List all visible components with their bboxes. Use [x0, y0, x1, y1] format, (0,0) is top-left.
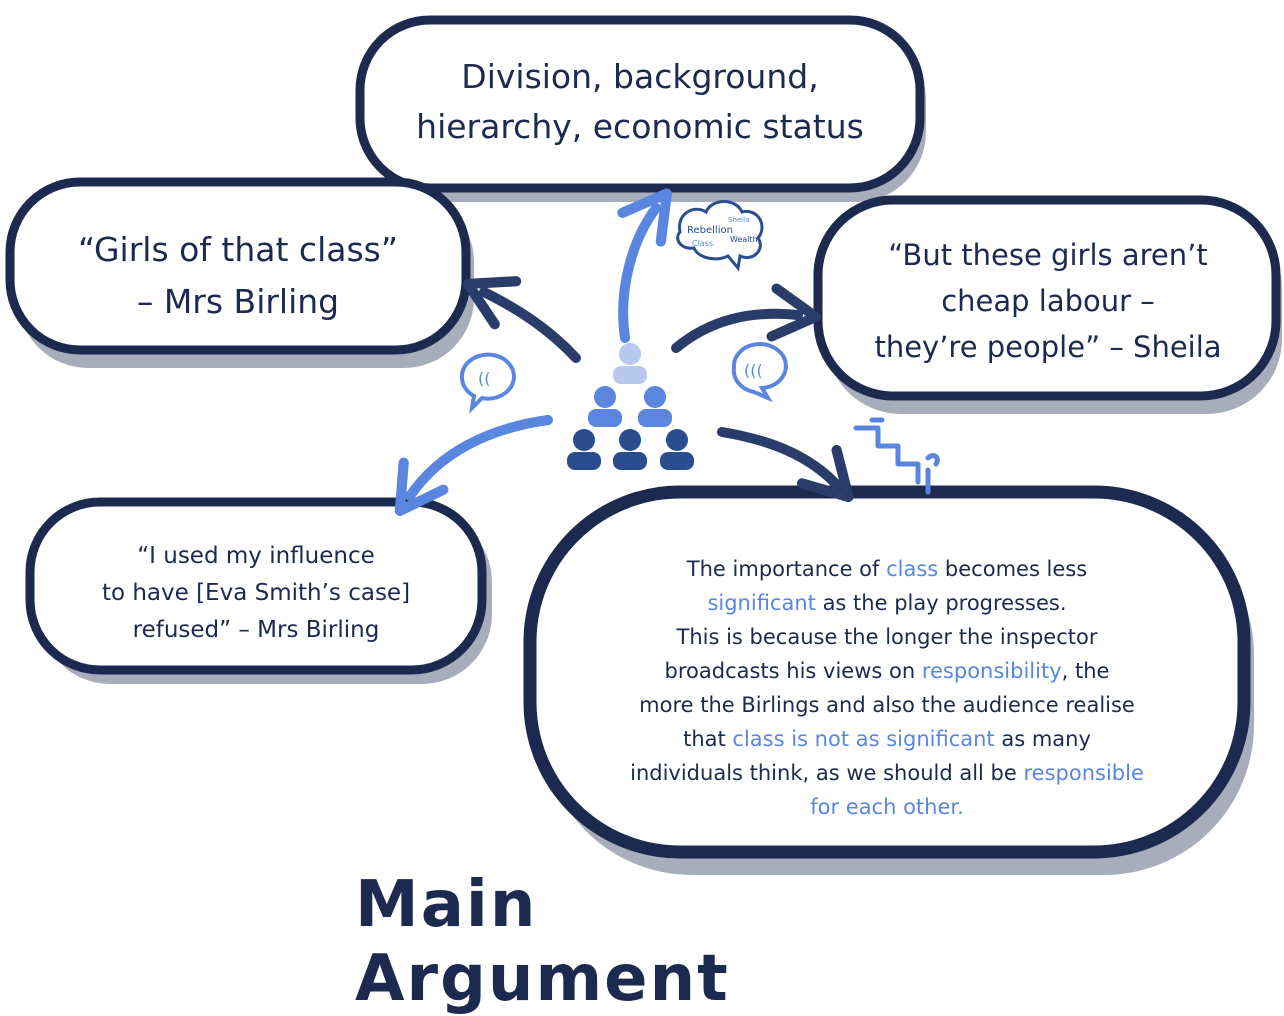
quote-line: refused” – Mrs Birling: [132, 617, 380, 643]
argument-line: The importance of class becomes less: [552, 552, 1222, 586]
argument-text: , the: [1061, 659, 1110, 683]
quote-line: “I used my influence: [137, 543, 375, 569]
cloud-top: [355, 15, 925, 193]
argument-text: as many: [994, 727, 1091, 751]
argument-highlight: responsible: [1023, 761, 1144, 785]
arrow-icon: [462, 276, 581, 363]
speech-bubble-icon: ((: [459, 352, 516, 414]
cloud-main: [523, 485, 1251, 859]
word-cloud-icon: Rebellion Sheila Class Wealth: [676, 200, 764, 272]
cloud-left: [5, 177, 471, 355]
argument-text: becomes less: [938, 557, 1088, 581]
argument-highlight: class: [886, 557, 939, 581]
quote-line: – Mrs Birling: [136, 282, 340, 321]
arrow-icon: [617, 188, 672, 343]
quote-line: to have [Eva Smith’s case]: [101, 580, 411, 606]
argument-text: individuals think, as we should all be: [630, 761, 1024, 785]
word-cloud-word: Class: [692, 239, 713, 248]
cloud-bodies: [5, 15, 1281, 675]
svg-text:((: ((: [478, 369, 490, 388]
cloud-bottom-left: [25, 497, 487, 675]
node-themes: Division, background, hierarchy, economi…: [380, 52, 900, 152]
quote-line: “But these girls aren’t: [888, 238, 1208, 272]
arrow-icon: [394, 415, 553, 516]
argument-text: that: [683, 727, 733, 751]
argument-line: broadcasts his views on responsibility, …: [552, 654, 1222, 688]
people-hierarchy-icon: [567, 343, 694, 470]
stairs-icon: [853, 417, 940, 495]
quote-used-my-influence: “I used my influence to have [Eva Smith’…: [40, 538, 472, 649]
arrow-icon: [671, 283, 822, 353]
speech-bubble-icon: (((: [731, 342, 788, 403]
main-argument-text: The importance of class becomes less sig…: [552, 552, 1222, 824]
argument-line: for each other.: [810, 795, 964, 819]
argument-line: This is because the longer the inspector: [676, 625, 1098, 649]
mind-map-canvas: (( ((( Rebellion Sheila Class Wealth: [5, 15, 1282, 875]
argument-text: as the play progresses.: [815, 591, 1067, 615]
page-title: Main Argument: [355, 868, 730, 1016]
argument-line: significant as the play progresses.: [552, 586, 1222, 620]
quote-line: cheap labour –: [941, 284, 1155, 318]
arrow-icon: [717, 427, 854, 503]
arrows: [394, 188, 854, 516]
word-cloud-word: Rebellion: [687, 225, 733, 236]
quote-girls-of-that-class: “Girls of that class” – Mrs Birling: [20, 224, 456, 328]
argument-highlight: responsibility: [921, 659, 1062, 683]
argument-line: individuals think, as we should all be r…: [552, 756, 1222, 790]
svg-text:(((: (((: [744, 361, 763, 380]
quote-line: “Girls of that class”: [78, 230, 398, 269]
word-cloud-word: Sheila: [728, 216, 749, 224]
node-themes-line: Division, background,: [461, 57, 819, 96]
quote-line: they’re people” – Sheila: [874, 330, 1222, 364]
node-themes-line: hierarchy, economic status: [416, 107, 864, 146]
quote-sheila: “But these girls aren’t cheap labour – t…: [828, 232, 1268, 370]
argument-text: The importance of: [686, 557, 887, 581]
argument-highlight: significant: [707, 591, 816, 615]
argument-highlight: class is not as significant: [732, 727, 995, 751]
argument-line: more the Birlings and also the audience …: [639, 693, 1135, 717]
argument-line: that class is not as significant as many: [552, 722, 1222, 756]
argument-text: broadcasts his views on: [664, 659, 922, 683]
word-cloud-word: Wealth: [730, 235, 758, 244]
